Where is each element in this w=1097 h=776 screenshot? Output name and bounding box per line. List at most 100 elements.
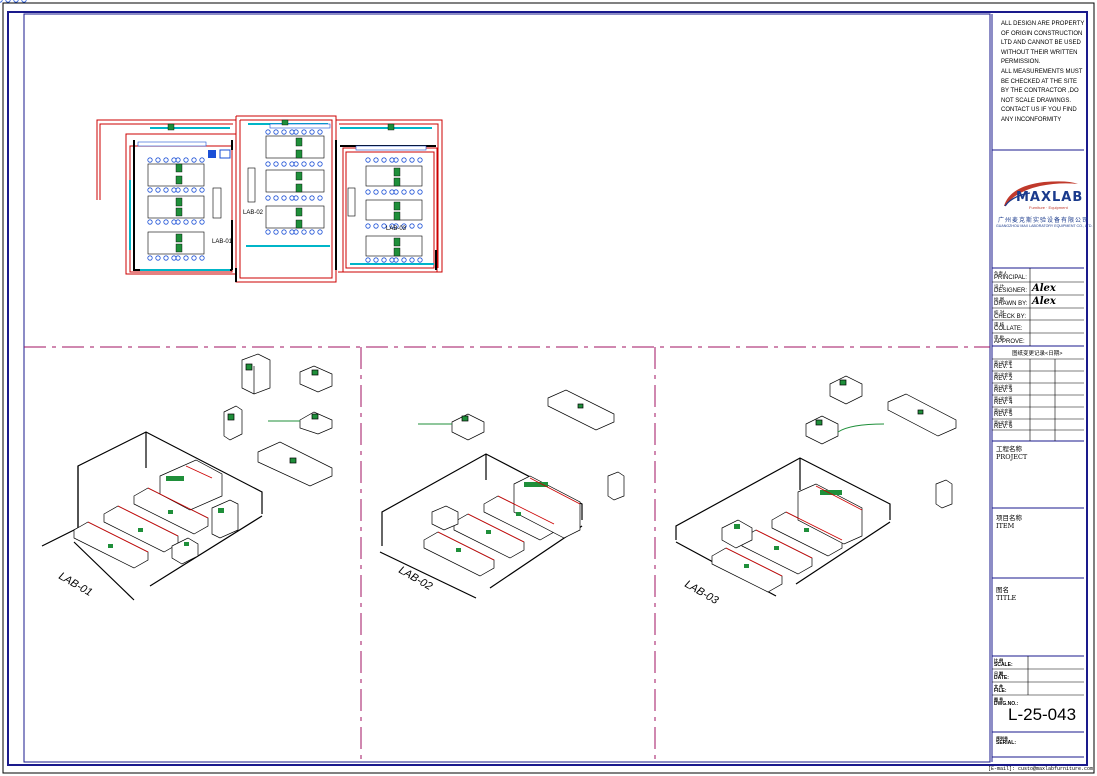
note-line: PERMISSION. — [1001, 59, 1041, 66]
role-label-cn: 负责人 — [994, 271, 1008, 276]
designer-signature: Alex — [1032, 283, 1056, 294]
role-label-en: CHECK BY: — [994, 314, 1027, 320]
meta-cn: 日 期 — [994, 671, 1004, 676]
title-label-en: TITLE — [996, 594, 1017, 602]
plan-label-lab03: LAB-03 — [386, 226, 407, 232]
revision-en: REV. 1 — [994, 364, 1013, 370]
iso-room-lab01 — [41, 431, 263, 601]
item-label-cn: 项目名称 — [996, 514, 1022, 522]
floor-plan — [0, 0, 443, 283]
drawn-by-signature: Alex — [1032, 296, 1056, 307]
role-check-by: 校 对 CHECK BY: — [994, 310, 1086, 321]
iso-sinks-lab01 — [108, 476, 224, 548]
role-label-cn: 审 批 — [994, 335, 1005, 340]
revision-cn: 第3次变更 — [994, 384, 1013, 389]
iso-furniture-2 — [451, 389, 625, 501]
logo-tagline: Furniture · Equipment — [1029, 205, 1068, 210]
role-approve: 审 批 APPROVE: — [994, 335, 1086, 346]
drawing-border — [7, 11, 1088, 766]
plan-label-lab02: LAB-02 — [243, 210, 264, 216]
revision-row: 第5次变更 REV. 5 — [994, 408, 1030, 419]
iso-benches-lab03 — [711, 483, 863, 593]
meta-en: DATE: — [994, 675, 1009, 681]
company-name-cn: 广州麦克斯实验设备有限公司 — [998, 218, 1090, 224]
serial-cn: 序列号 — [996, 736, 1008, 741]
project-label-en: PROJECT — [996, 453, 1028, 461]
revision-en: REV. 2 — [994, 376, 1013, 382]
revision-cn: 第6次变更 — [994, 420, 1013, 425]
role-designer: 设 计 DESIGNER: — [994, 284, 1086, 295]
iso-red-lab01 — [87, 465, 213, 553]
date-field: 日 期 DATE: — [994, 671, 1030, 684]
note-line: BY THE CONTRACTOR ,DO — [1001, 88, 1079, 95]
title-field: 图名 TITLE — [996, 586, 1016, 602]
note-line: ANY INCONFORMITY — [1001, 116, 1062, 123]
role-label-en: PRINCIPAL: — [994, 275, 1027, 281]
chair-markers — [0, 0, 423, 263]
iso-sinks-lab02 — [456, 482, 548, 552]
equipment-marker — [208, 149, 231, 159]
revision-row: 第4次变更 REV. 4 — [994, 396, 1030, 407]
title-label-cn: 图名 — [996, 586, 1009, 594]
revision-cn: 第2次变更 — [994, 372, 1013, 377]
contact-email: [E-mail]: custo@maxlabfurniture.com — [988, 766, 1094, 772]
revision-cn: 第5次变更 — [994, 408, 1013, 413]
revision-header: 图纸变更记录<日期> — [1012, 351, 1063, 357]
iso-benches-lab02 — [423, 475, 581, 577]
project-label-cn: 工程名称 — [996, 445, 1022, 453]
note-line: CONTACT US IF YOU FIND — [1001, 107, 1077, 114]
company-name-en: GUANGZHOU MAX LABORATORY EQUIPMENT CO., … — [996, 224, 1093, 228]
scale-field: 比 例 SCALE: — [994, 658, 1030, 671]
serial-field: 序列号 SERIAL: — [996, 736, 1016, 746]
revision-en: REV. 6 — [994, 424, 1013, 430]
meta-cn: 比 例 — [994, 658, 1004, 663]
revision-row: 第3次变更 REV. 3 — [994, 384, 1030, 395]
iso-red-lab02 — [437, 477, 581, 561]
item-field: 项目名称 ITEM — [996, 514, 1022, 530]
role-principal: 负责人 PRINCIPAL: — [994, 271, 1086, 282]
revision-en: REV. 4 — [994, 400, 1013, 406]
revision-en: REV. 5 — [994, 412, 1013, 418]
dwg-no-field: 图 号 DWG.NO.: — [994, 697, 1030, 710]
meta-en: SCALE: — [994, 662, 1013, 668]
copyright-notes: ALL DESIGN ARE PROPERTY OF ORIGIN CONSTR… — [1001, 20, 1084, 126]
revision-row: 第1次变更 REV. 1 — [994, 360, 1030, 371]
item-label-en: ITEM — [996, 522, 1015, 530]
file-field: 文 件 FILE: — [994, 684, 1030, 697]
note-line: WITHOUT THEIR WRITTEN — [1001, 49, 1078, 56]
meta-cn: 图 号 — [994, 697, 1004, 702]
revision-en: REV. 3 — [994, 388, 1013, 394]
title-block — [991, 14, 1084, 762]
note-line: ALL MEASUREMENTS MUST — [1001, 68, 1083, 75]
role-label-cn: 校 对 — [994, 310, 1005, 315]
note-line: LTD AND CANNOT BE USED — [1001, 40, 1081, 47]
plan-label-lab01: LAB-01 — [212, 239, 233, 245]
iso-benches-lab01 — [73, 459, 239, 569]
iso-label-lab03: LAB-03 — [683, 578, 722, 607]
iso-furniture-3 — [805, 375, 957, 509]
revision-row: 第6次变更 REV. 6 — [994, 420, 1030, 431]
note-line: BE CHECKED AT THE SITE — [1001, 78, 1078, 85]
iso-sinks-lab03 — [734, 490, 842, 568]
role-label-cn: 审 核 — [994, 322, 1005, 327]
note-line: OF ORIGIN CONSTRUCTION — [1001, 30, 1083, 37]
revision-cn: 第1次变更 — [994, 360, 1013, 365]
role-grid — [992, 268, 1084, 696]
iso-label-lab01: LAB-01 — [57, 570, 95, 599]
role-label-en: APPROVE: — [994, 339, 1025, 345]
role-label-cn: 设 计 — [994, 284, 1005, 289]
iso-furniture-1 — [223, 353, 333, 487]
iso-pipe-3 — [837, 423, 885, 433]
meta-en: FILE: — [994, 688, 1007, 694]
role-collate: 审 核 COLLATE: — [994, 322, 1086, 333]
note-line: NOT SCALE DRAWINGS. — [1001, 97, 1072, 104]
sink-markers — [167, 119, 401, 257]
drawing-area-border — [23, 13, 991, 763]
iso-red-lab03 — [725, 485, 863, 577]
role-drawn-by: 绘 图 DRAWN BY: — [994, 297, 1086, 308]
logo-wordmark: MAXLAB — [1016, 190, 1084, 205]
role-label-en: DRAWN BY: — [994, 301, 1028, 307]
company-logo: MAXLAB Furniture · Equipment 广州麦克斯实验设备有限… — [996, 172, 1092, 234]
